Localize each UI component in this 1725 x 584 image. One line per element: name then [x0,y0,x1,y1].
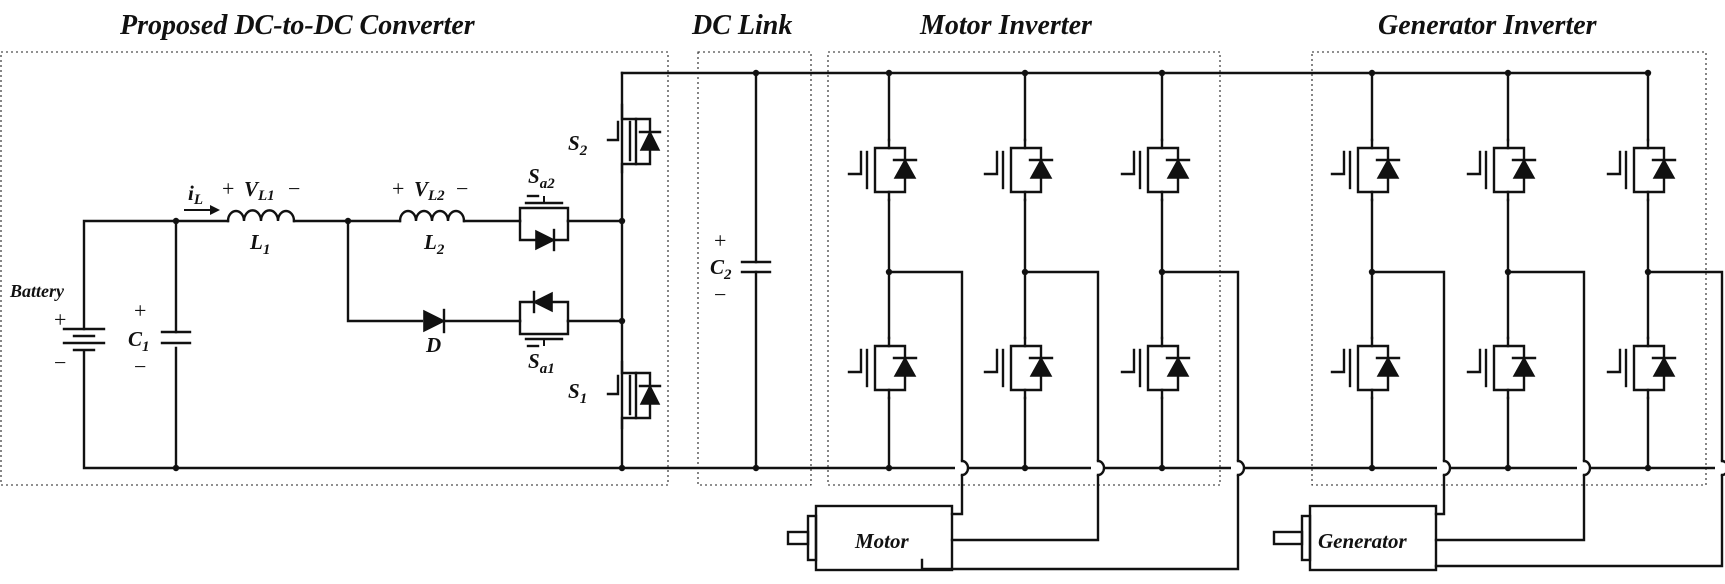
s1-switch [606,360,662,430]
converter-wiring [82,71,624,470]
c1-plus: + [134,298,146,323]
sa2-switch [518,194,570,252]
s2-label: S2 [568,131,588,159]
inverter-leg [1120,69,1191,472]
igbt-switch [1120,138,1191,202]
converter-box [0,51,669,486]
c2-minus: − [714,282,726,307]
c2-label: C2 [710,255,732,283]
l1-label: L1 [249,230,270,258]
inverter-leg [1606,69,1677,472]
current-arrow [184,205,220,215]
vl2-plus: + [392,176,404,201]
title-converter: Proposed DC-to-DC Converter [119,10,476,41]
c1-label: C1 [128,327,150,355]
igbt-switch [1606,138,1677,202]
generator-phase-wires [1370,270,1724,568]
generator-inverter-box [1311,51,1707,486]
igbt-switch [847,336,918,400]
c1-minus: − [134,354,146,379]
generator-inverter-legs [1330,69,1677,472]
vl1-plus: + [222,176,234,201]
vl1-label: VL1 [244,177,275,204]
battery-symbol [62,327,106,352]
igbt-switch [1120,336,1191,400]
title-dc-link: DC Link [691,10,792,41]
l1-inductor [226,209,296,223]
sa1-switch [518,290,570,348]
igbt-switch [1330,336,1401,400]
battery-plus: + [54,307,66,332]
generator-symbol [1272,504,1438,572]
dc-bus [620,69,1725,472]
s1-label: S1 [568,379,587,407]
dc-link-box [697,51,812,486]
d-label: D [425,333,441,357]
igbt-switch [1606,336,1677,400]
igbt-switch [847,138,918,202]
l2-inductor [398,209,466,223]
inverter-leg [983,69,1054,472]
s2-switch [606,103,662,174]
battery-label: Battery [9,281,65,301]
igbt-switch [1466,138,1537,202]
igbt-switch [1466,336,1537,400]
sa1-label: Sa1 [528,349,555,377]
c2-plus: + [714,228,726,253]
motor-phase-wires [887,270,1240,571]
generator-label: Generator [1318,529,1407,553]
c1-symbol [160,330,192,345]
igbt-switch [983,138,1054,202]
vl2-minus: − [456,176,468,201]
vl1-minus: − [288,176,300,201]
motor-label: Motor [854,529,910,553]
diode-d [423,308,446,334]
vl2-label: VL2 [414,177,445,204]
motor-inverter-legs [847,69,1191,472]
bus-crossovers [955,459,1725,477]
igbt-switch [1330,138,1401,202]
title-generator-inverter: Generator Inverter [1378,10,1598,41]
title-motor-inverter: Motor Inverter [919,10,1093,41]
inverter-leg [1466,69,1537,472]
il-label: iL [188,181,203,208]
motor-symbol [786,504,954,572]
inverter-leg [1330,69,1401,472]
l2-label: L2 [423,230,445,258]
sa2-label: Sa2 [528,164,555,192]
motor-inverter-box [827,51,1221,486]
battery-minus: − [54,350,66,375]
igbt-switch [983,336,1054,400]
inverter-leg [847,69,918,472]
converter-junctions [172,217,626,472]
